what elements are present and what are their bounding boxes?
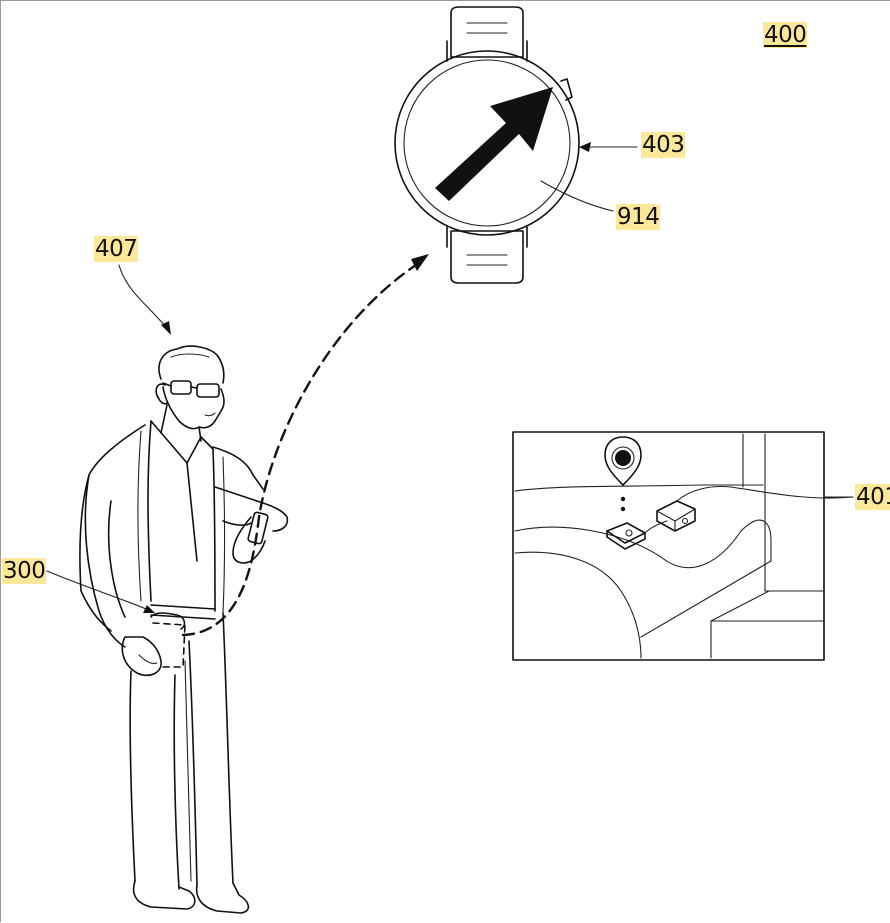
person	[79, 345, 289, 914]
wrist-watch-icon	[247, 511, 269, 545]
label-tracker: 401	[855, 484, 890, 510]
label-display: 914	[616, 204, 661, 230]
tracker-charger	[656, 500, 696, 532]
figure-number: 400	[763, 22, 808, 48]
right-hand	[232, 516, 266, 564]
leader-407	[118, 264, 170, 332]
leader-914	[540, 180, 614, 212]
left-hand	[121, 636, 162, 677]
leader-300	[46, 570, 152, 612]
watch-display	[403, 59, 571, 227]
label-person: 407	[94, 236, 139, 262]
watch-bottom-strap	[450, 230, 524, 284]
watch-crown	[560, 78, 573, 101]
direction-arrow-icon	[435, 87, 553, 201]
tracker-inset	[512, 431, 854, 661]
phone-in-pocket	[152, 622, 186, 668]
label-watch: 403	[641, 132, 686, 158]
glasses	[170, 380, 192, 395]
smartwatch	[394, 6, 580, 284]
trousers	[129, 670, 136, 882]
inset-frame	[512, 431, 825, 661]
location-pin-icon	[604, 436, 642, 486]
label-phone: 300	[2, 558, 47, 584]
right-shoe	[195, 882, 250, 914]
watch-top-strap	[450, 6, 524, 58]
watch-case	[394, 50, 580, 236]
left-shoe	[132, 880, 196, 910]
